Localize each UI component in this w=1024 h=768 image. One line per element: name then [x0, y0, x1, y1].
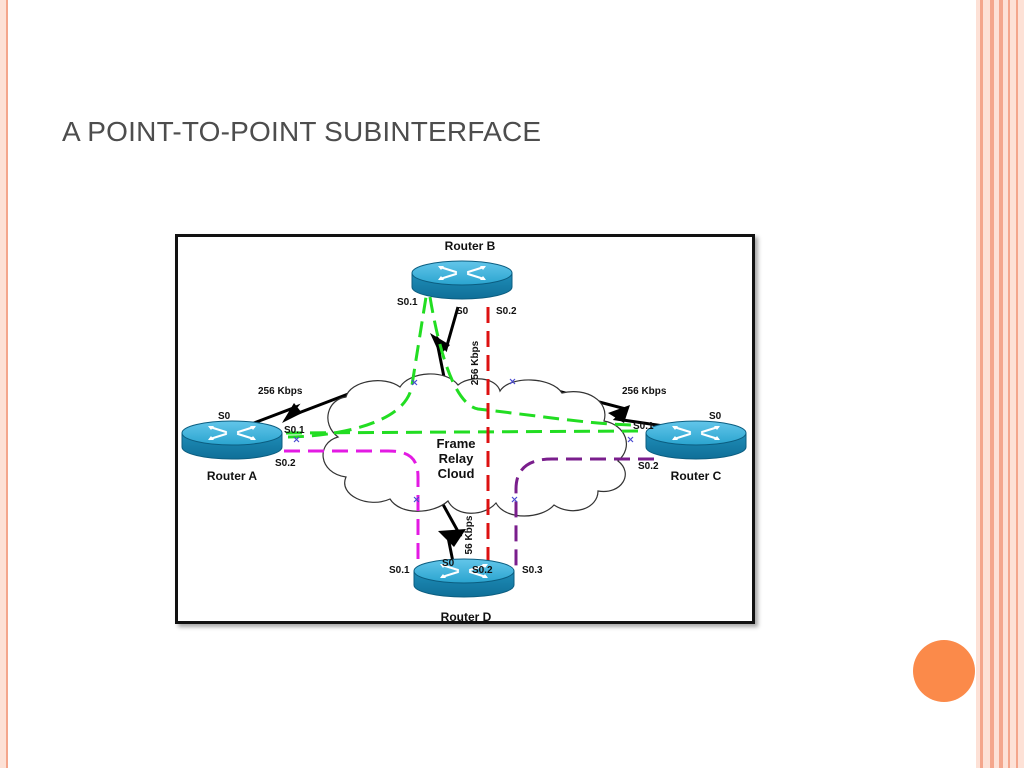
- router-d-s02-label: S0.2: [472, 565, 493, 576]
- diagram-canvas: Frame Relay Cloud Router B S0.1 S0 S0.2 …: [180, 239, 748, 621]
- router-c-link-speed: 256 Kbps: [622, 386, 667, 397]
- router-c-s02-label: S0.2: [638, 461, 659, 472]
- router-a-link-speed: 256 Kbps: [258, 386, 303, 397]
- cloud-label-cloud: Cloud: [438, 466, 475, 481]
- router-b-s01-label: S0.1: [397, 297, 418, 308]
- decorative-circle: [913, 640, 975, 702]
- decorative-stripe: [999, 0, 1003, 768]
- router-d-link-speed: 56 Kbps: [464, 515, 475, 554]
- decorative-stripe: [1008, 0, 1010, 768]
- pvc-c-to-d: [514, 457, 654, 567]
- router-d-s0-label: S0: [442, 558, 455, 569]
- pvc-a-to-c: [285, 429, 639, 435]
- decorative-stripe: [1003, 0, 1024, 768]
- router-c-icon: [644, 419, 748, 461]
- router-b-link-speed: 256 Kbps: [470, 340, 481, 385]
- router-d-icon: [412, 557, 516, 599]
- decorative-stripe: [1016, 0, 1018, 768]
- cloud-label-relay: Relay: [439, 451, 474, 466]
- router-b-s0-label: S0: [456, 306, 469, 317]
- pvc-a-to-b: [287, 296, 428, 439]
- router-b-name: Router B: [445, 239, 496, 253]
- pvc-a-to-d: [284, 449, 420, 567]
- router-b-s02-label: S0.2: [496, 306, 517, 317]
- pvc-links: [284, 296, 654, 567]
- router-d-name: Router D: [441, 610, 492, 621]
- cloud-label-frame: Frame: [436, 436, 475, 451]
- frame-relay-cloud-shape: [322, 373, 627, 517]
- serial-link-a: [237, 389, 357, 431]
- decorative-stripe: [6, 0, 8, 768]
- serial-link-d: [438, 498, 466, 568]
- decorative-stripe: [0, 0, 6, 768]
- serial-link-b: [430, 306, 460, 388]
- pvc-b-to-c: [428, 296, 637, 427]
- router-a-s02-label: S0.2: [275, 458, 296, 469]
- router-a-icon: [180, 419, 284, 461]
- router-a-name: Router A: [207, 469, 258, 483]
- router-a-s01-label: S0.1: [284, 425, 305, 436]
- router-d-s01-label: S0.1: [389, 565, 410, 576]
- slide-title: A POINT-TO-POINT SUBINTERFACE: [62, 116, 542, 147]
- router-c-name: Router C: [671, 469, 722, 483]
- decorative-stripe: [990, 0, 994, 768]
- router-b-icon: [410, 259, 514, 301]
- router-d-s03-label: S0.3: [522, 565, 543, 576]
- decorative-stripe: [976, 0, 980, 768]
- router-c-s0-label: S0: [709, 411, 722, 422]
- router-c-s01-label: S0.1: [633, 421, 654, 432]
- pvc-markers: [293, 378, 634, 503]
- decorative-stripe: [983, 0, 990, 768]
- decorative-stripe: [994, 0, 999, 768]
- decorative-stripe: [980, 0, 983, 768]
- router-a-s0-label: S0: [218, 411, 231, 422]
- network-diagram: Frame Relay Cloud Router B S0.1 S0 S0.2 …: [175, 234, 755, 624]
